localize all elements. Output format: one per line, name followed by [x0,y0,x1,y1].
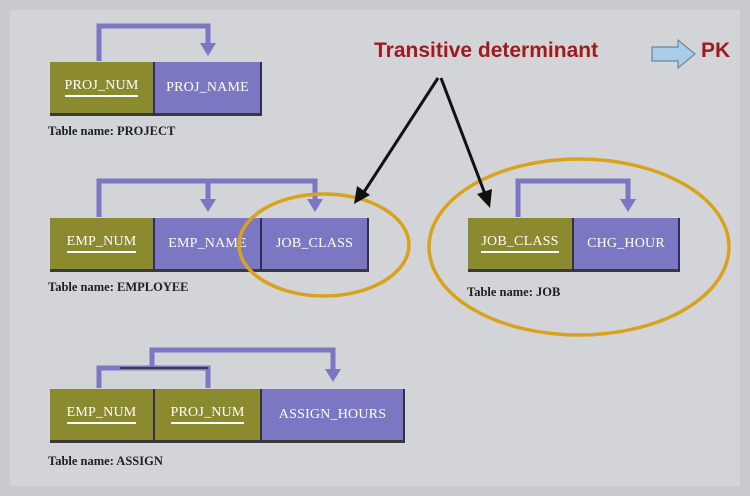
column-emp-num-pk: EMP_NUM [50,218,155,272]
column-assign-hours: ASSIGN_HOURS [262,389,405,443]
column-emp-num-pk-assign: EMP_NUM [50,389,155,443]
column-emp-name: EMP_NAME [155,218,262,272]
table-name-employee: Table name: EMPLOYEE [48,280,189,294]
column-chg-hour: CHG_HOUR [574,218,680,272]
table-name-assign: Table name: ASSIGN [48,454,163,468]
column-job-class-pk: JOB_CLASS [468,218,574,272]
points-to-arrow-icon [651,38,696,70]
table-name-job: Table name: JOB [467,285,561,299]
column-job-class: JOB_CLASS [262,218,369,272]
column-proj-num-pk: PROJ_NUM [50,62,155,116]
column-proj-num-pk-assign: PROJ_NUM [155,389,262,443]
table-name-project: Table name: PROJECT [48,124,176,138]
primary-key-label: PK [701,39,731,62]
transitive-determinant-label: Transitive determinant [374,39,599,62]
column-proj-name: PROJ_NAME [155,62,262,116]
